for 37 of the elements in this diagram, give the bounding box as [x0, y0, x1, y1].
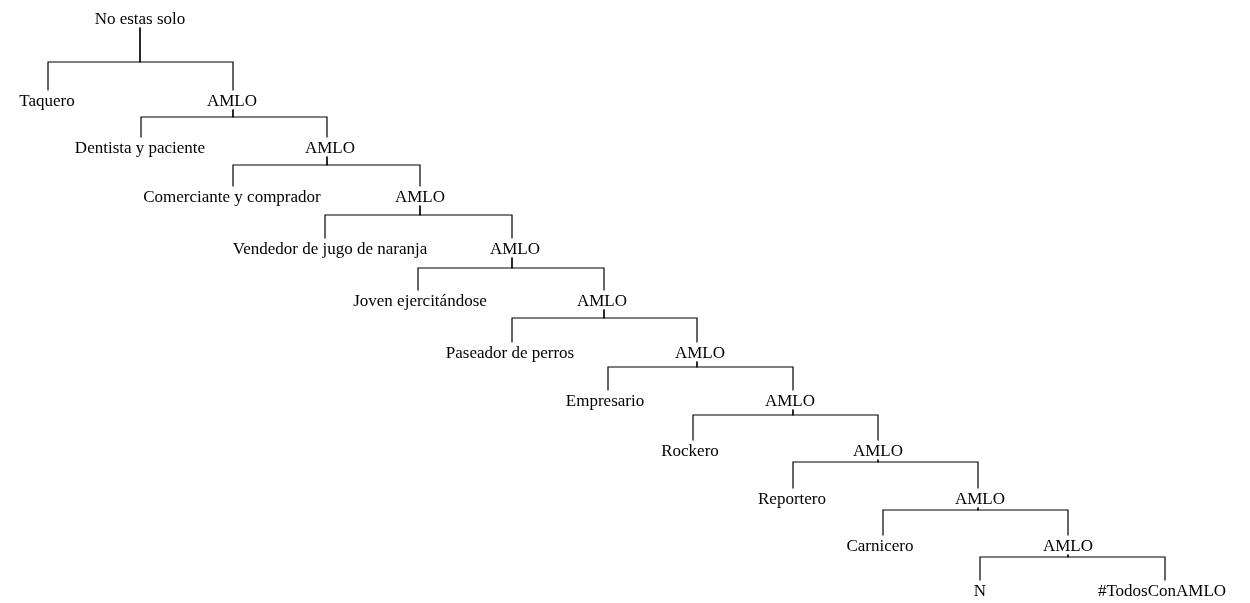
tree-node-label: Paseador de perros — [445, 342, 575, 362]
tree-node-label: AMLO — [206, 90, 258, 110]
tree-node-label: N — [973, 580, 987, 600]
tree-node-label: AMLO — [394, 186, 446, 206]
tree-node-label: Vendedor de jugo de naranja — [232, 238, 428, 258]
tree-node-label: AMLO — [1042, 535, 1094, 555]
tree-node-label: Taquero — [19, 90, 75, 110]
tree-branch-line — [792, 458, 879, 490]
tree-node-label: Joven ejercitándose — [353, 290, 487, 310]
tree-branch-line — [977, 506, 1069, 537]
tree-node-label: AMLO — [764, 390, 816, 410]
tree-branch-line — [877, 458, 979, 490]
tree-branch-line — [511, 256, 605, 292]
tree-branch-line — [696, 360, 794, 392]
tree-node-label: Empresario — [565, 390, 645, 410]
tree-branch-line — [1067, 553, 1166, 582]
tree-node-label: AMLO — [304, 137, 356, 157]
tree-node-label: Carnicero — [846, 535, 914, 555]
tree-branch-line — [419, 204, 513, 240]
tree-node-label: AMLO — [674, 342, 726, 362]
tree-branch-line — [603, 308, 698, 344]
tree-branch-line — [232, 108, 328, 139]
tree-branch-line — [139, 26, 234, 92]
tree-node-label: AMLO — [576, 290, 628, 310]
tree-node-label: Comerciante y comprador — [143, 186, 321, 206]
tree-node-label: AMLO — [489, 238, 541, 258]
tree-branch-line — [326, 155, 421, 188]
tree-node-label: Rockero — [661, 440, 719, 460]
tree-node-label: AMLO — [852, 440, 904, 460]
tree-node-label: AMLO — [954, 488, 1006, 508]
tree-node-label: No estas solo — [94, 8, 186, 28]
tree-branch-line — [882, 506, 979, 537]
tree-node-label: Reportero — [758, 488, 826, 508]
tree-branch-line — [792, 408, 879, 442]
tree-node-label: Dentista y paciente — [74, 137, 206, 157]
tree-branch-line — [979, 553, 1069, 582]
tree-node-label: #TodosConAMLO — [1097, 580, 1227, 600]
